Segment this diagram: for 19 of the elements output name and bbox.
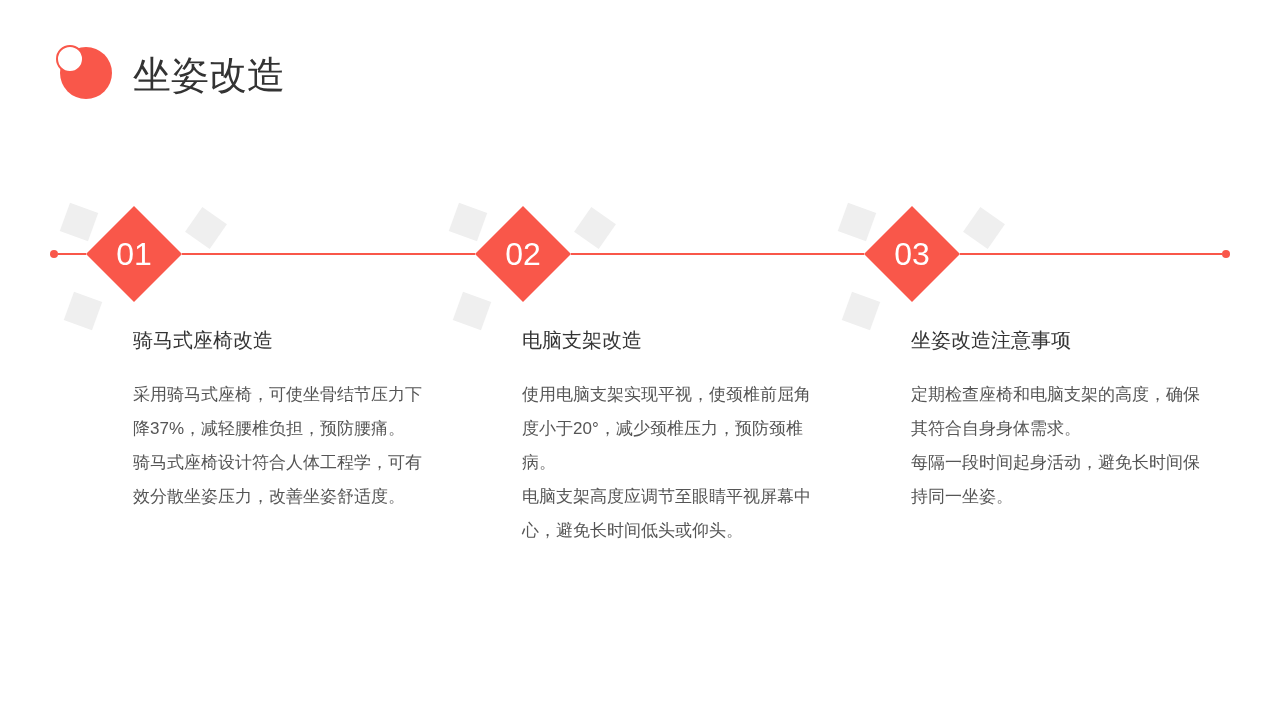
step-description: 骑马式座椅设计符合人体工程学，可有效分散坐姿压力，改善坐姿舒适度。 bbox=[133, 452, 423, 508]
timeline-line bbox=[959, 253, 1223, 255]
step-description: 每隔一段时间起身活动，避免长时间保持同一坐姿。 bbox=[911, 452, 1201, 508]
step-description: 采用骑马式座椅，可使坐骨结节压力下降37%，减轻腰椎负担，预防腰痛。 bbox=[133, 384, 423, 440]
step-heading: 电脑支架改造 bbox=[522, 328, 642, 353]
number-diamond: 02 bbox=[475, 206, 571, 302]
timeline-line bbox=[570, 253, 865, 255]
timeline-line bbox=[57, 253, 87, 255]
title: 坐姿改造 bbox=[133, 53, 285, 98]
step-description: 定期检查座椅和电脑支架的高度，确保其符合自身身体需求。 bbox=[911, 384, 1201, 440]
end-dot bbox=[50, 250, 58, 258]
number-diamond: 03 bbox=[864, 206, 960, 302]
number-diamond: 01 bbox=[86, 206, 182, 302]
step-heading: 骑马式座椅改造 bbox=[133, 328, 273, 353]
timeline-line bbox=[181, 253, 476, 255]
end-dot bbox=[1222, 250, 1230, 258]
step-description: 电脑支架高度应调节至眼睛平视屏幕中心，避免长时间低头或仰头。 bbox=[522, 486, 812, 542]
step-description: 使用电脑支架实现平视，使颈椎前屈角度小于20°，减少颈椎压力，预防颈椎病。 bbox=[522, 384, 812, 474]
step-heading: 坐姿改造注意事项 bbox=[911, 328, 1071, 353]
